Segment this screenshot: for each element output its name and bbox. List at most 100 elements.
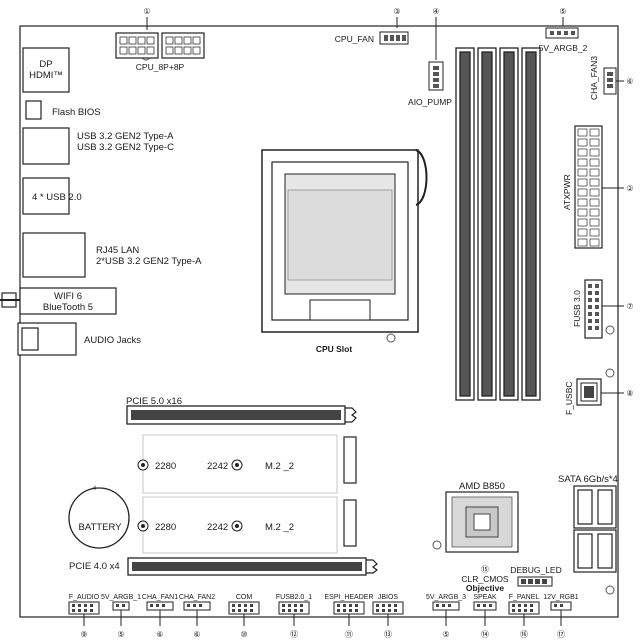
cpu-power-label: CPU_8P+8P: [136, 62, 185, 72]
rj45-usb-label: 2*USB 3.2 GEN2 Type-A: [96, 256, 202, 267]
cpu-power-connector: [115, 32, 205, 59]
bottom-marker-4: ⑩: [240, 630, 247, 639]
dp-label: DP: [39, 59, 52, 70]
fusb30-header: [584, 279, 603, 339]
header-pin: [382, 609, 385, 612]
fusb30-label: FUSB 3.0: [572, 290, 582, 327]
header-pin: [530, 604, 533, 607]
header-pin: [518, 609, 521, 612]
battery-plus: +: [92, 483, 98, 494]
cpu-fan-header: [379, 31, 409, 45]
header-pin: [394, 604, 397, 607]
m2-2-label: M.2 _2: [265, 522, 294, 533]
argb-2-header: [545, 27, 579, 39]
marker-4: ④: [432, 7, 439, 16]
header-pin: [355, 609, 358, 612]
marker-2: ②: [626, 184, 633, 193]
header-pin: [524, 604, 527, 607]
header-pin: [193, 604, 196, 607]
header-pin: [448, 604, 451, 607]
header-pin: [300, 609, 303, 612]
bottom-label-f-panel: F_PANEL: [509, 594, 540, 601]
m2-1-length-2280: 2280: [155, 461, 176, 472]
f-usbc-label: F_USBC: [564, 381, 574, 415]
header-pin: [294, 609, 297, 612]
header-pin: [250, 604, 253, 607]
bottom-header-f-panel: [508, 601, 540, 615]
header-pin: [288, 604, 291, 607]
cha-fan3-header: [603, 67, 617, 95]
header-pin: [337, 604, 340, 607]
marker-15: ⑮: [481, 565, 489, 574]
bottom-marker-2: ⑥: [156, 630, 163, 639]
pcie4-slot: [127, 557, 378, 576]
header-pin: [554, 604, 557, 607]
chipset-label: AMD B850: [459, 481, 505, 492]
pcie5-label: PCIE 5.0 x16: [126, 396, 182, 407]
header-pin: [300, 604, 303, 607]
bottom-marker-8: ⑤: [442, 630, 449, 639]
header-pin: [90, 604, 93, 607]
bottom-marker-3: ⑥: [193, 630, 200, 639]
bottom-marker-9: ⑭: [481, 630, 489, 639]
marker-3: ③: [393, 7, 400, 16]
header-pin: [442, 604, 445, 607]
header-pin: [376, 609, 379, 612]
bottom-label-cha-fan2: CHA_FAN2: [179, 594, 215, 601]
m2-1-label: M.2 _2: [265, 461, 294, 472]
bottom-label-5v-argb-3: 5V_ARGB_3: [426, 594, 466, 601]
marker-1: ①: [143, 7, 150, 16]
header-pin: [355, 604, 358, 607]
usb32-a-label: USB 3.2 GEN2 Type-A: [77, 131, 174, 142]
argb-2-label: 5V_ARGB_2: [539, 43, 588, 53]
bottom-marker-7: ⑬: [384, 630, 392, 639]
header-pin: [512, 609, 515, 612]
objective-label: Objective: [466, 583, 505, 593]
header-pin: [349, 609, 352, 612]
bottom-label-com: COM: [236, 594, 253, 601]
bottom-marker-11: ⑰: [557, 630, 565, 639]
rj45-label: RJ45 LAN: [96, 245, 139, 256]
header-pin: [244, 604, 247, 607]
bottom-label-5v-argb-1: 5V_ARGB_1: [101, 594, 141, 601]
wifi-label: WIFI 6: [54, 291, 82, 302]
cha-fan3-label: CHA_FAN3: [589, 56, 599, 100]
marker-7: ⑦: [626, 302, 633, 311]
header-pin: [337, 609, 340, 612]
bottom-headers: F_AUDIO⑨5V_ARGB_1⑤CHA_FAN1⑥CHA_FAN2⑥COM⑩…: [68, 594, 579, 639]
bottom-label-fusb2-0-1: FUSB2.0_1: [276, 594, 312, 601]
header-pin: [78, 609, 81, 612]
bottom-marker-1: ⑤: [117, 630, 124, 639]
header-pin: [343, 609, 346, 612]
bottom-label-cha-fan1: CHA_FAN1: [142, 594, 178, 601]
header-pin: [518, 604, 521, 607]
aio-pump-header: [428, 61, 444, 91]
bottom-header-espi-header: [333, 601, 365, 615]
header-pin: [122, 604, 125, 607]
header-pin: [116, 604, 119, 607]
bottom-marker-6: ⑪: [345, 630, 353, 639]
bottom-header-com: [228, 601, 260, 615]
debug-led: [517, 576, 553, 587]
header-pin: [288, 609, 291, 612]
header-pin: [238, 604, 241, 607]
bottom-marker-0: ⑨: [80, 630, 87, 639]
bottom-marker-5: ⑫: [290, 630, 298, 639]
rear-io: [1, 47, 117, 356]
f-usbc-connector: [576, 378, 602, 406]
header-pin: [376, 604, 379, 607]
header-pin: [84, 609, 87, 612]
bottom-label-speak: SPEAK: [473, 594, 497, 601]
marker-5-top: ⑤: [559, 7, 566, 16]
header-pin: [489, 604, 492, 607]
header-pin: [294, 604, 297, 607]
m2-1-length-2242: 2242: [207, 461, 228, 472]
flash-bios-label: Flash BIOS: [52, 107, 101, 118]
header-pin: [72, 609, 75, 612]
cpu-socket: [261, 149, 428, 333]
header-pin: [382, 604, 385, 607]
battery: [68, 487, 130, 549]
header-pin: [560, 604, 563, 607]
atxpwr-label: ATXPWR: [562, 174, 572, 210]
